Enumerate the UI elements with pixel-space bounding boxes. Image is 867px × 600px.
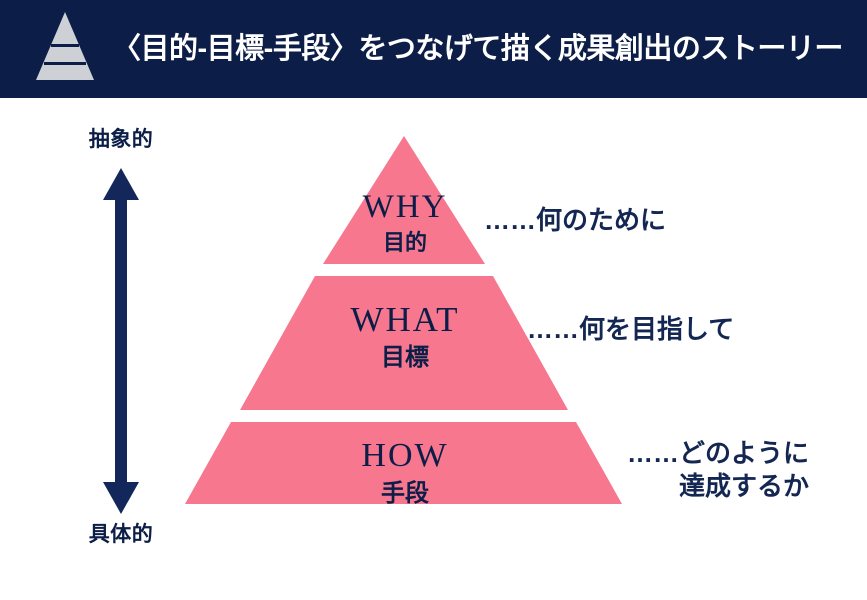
annotation-why: ……何のために <box>484 205 667 235</box>
pyramid-shape <box>185 136 622 559</box>
double-headed-vertical-arrow-icon <box>62 168 180 519</box>
pyramid-tier-2-shape <box>240 276 568 410</box>
axis-label-concrete: 具体的 <box>88 523 154 546</box>
annotation-how-line-1: ……どのように <box>626 438 809 468</box>
abstraction-axis: 抽象的 具体的 <box>62 98 182 558</box>
pyramid-icon <box>34 10 96 89</box>
page-title: 〈目的-目標-手段〉をつなげて描く成果創出のストーリー <box>112 32 843 65</box>
header-bar: 〈目的-目標-手段〉をつなげて描く成果創出のストーリー <box>0 0 867 98</box>
pyramid-tier-3-shape <box>185 422 622 504</box>
pyramid-tier-1-shape <box>323 136 485 264</box>
annotation-how: ……どのように 達成するか <box>627 437 809 502</box>
annotation-what: ……何を目指して <box>527 314 735 344</box>
diagram-canvas: 抽象的 具体的 WHY 目 <box>0 98 867 600</box>
annotation-how-line-2: 達成するか <box>678 470 809 501</box>
axis-label-abstract: 抽象的 <box>88 128 154 151</box>
